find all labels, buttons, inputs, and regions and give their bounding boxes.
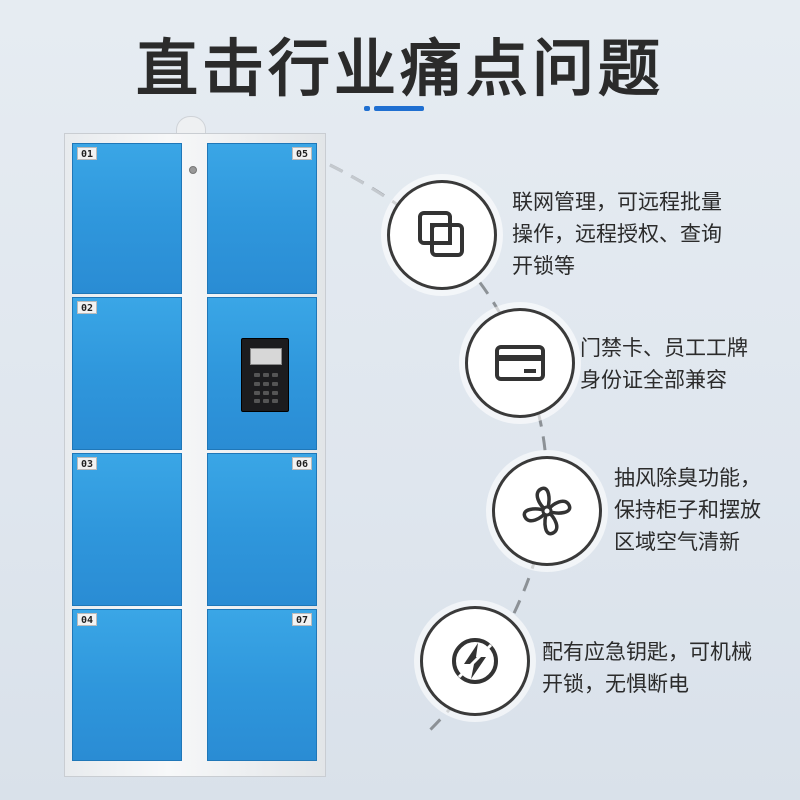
locker-door-06[interactable]: 06 — [207, 453, 317, 606]
underline-bar — [374, 106, 424, 111]
locker-door-07[interactable]: 07 — [207, 609, 317, 761]
feature-line: 抽风除臭功能， — [614, 466, 761, 490]
feature-line: 区域空气清新 — [614, 530, 740, 554]
feature-line: 门禁卡、员工工牌 — [580, 336, 748, 360]
feature-line: 配有应急钥匙，可机械 — [542, 640, 752, 664]
door-number: 07 — [291, 613, 312, 626]
door-number: 04 — [77, 613, 98, 626]
door-number: 05 — [291, 147, 312, 160]
door-number: 06 — [291, 457, 312, 470]
locker-door-04[interactable]: 04 — [72, 609, 182, 761]
feature-line: 身份证全部兼容 — [580, 368, 727, 392]
feature-line: 开锁，无惧断电 — [542, 672, 689, 696]
feature-line: 操作，远程授权、查询 — [512, 222, 722, 246]
underline-dot — [364, 106, 370, 111]
feature-remote-circle — [387, 180, 497, 290]
remote-management-icon — [418, 211, 464, 257]
fan-icon — [522, 486, 572, 536]
feature-power-circle — [420, 606, 530, 716]
feature-fan-circle — [492, 456, 602, 566]
title-underline — [364, 106, 424, 111]
terminal-keypad — [254, 373, 278, 405]
feature-fan-text: 抽风除臭功能， 保持柜子和摆放 区域空气清新 — [614, 462, 761, 558]
card-icon — [495, 345, 545, 381]
door-number: 02 — [77, 301, 98, 314]
feature-power-text: 配有应急钥匙，可机械 开锁，无惧断电 — [542, 636, 752, 700]
locker-door-01[interactable]: 01 — [72, 143, 182, 294]
locker-door-05[interactable]: 05 — [207, 143, 317, 294]
emergency-power-icon — [452, 638, 498, 684]
page-title: 直击行业痛点问题 — [135, 32, 664, 105]
feature-card-text: 门禁卡、员工工牌 身份证全部兼容 — [580, 332, 748, 396]
feature-card-circle — [465, 308, 575, 418]
terminal-screen — [250, 348, 282, 365]
feature-line: 联网管理，可远程批量 — [512, 190, 722, 214]
locker-terminal[interactable] — [241, 338, 289, 412]
feature-line: 保持柜子和摆放 — [614, 498, 761, 522]
keyhole-icon — [189, 166, 197, 174]
door-number: 03 — [77, 457, 98, 470]
locker-door-03[interactable]: 03 — [72, 453, 182, 606]
locker-door-02[interactable]: 02 — [72, 297, 182, 450]
door-number: 01 — [77, 147, 98, 160]
feature-line: 开锁等 — [512, 254, 575, 278]
feature-remote-text: 联网管理，可远程批量 操作，远程授权、查询 开锁等 — [512, 186, 722, 282]
